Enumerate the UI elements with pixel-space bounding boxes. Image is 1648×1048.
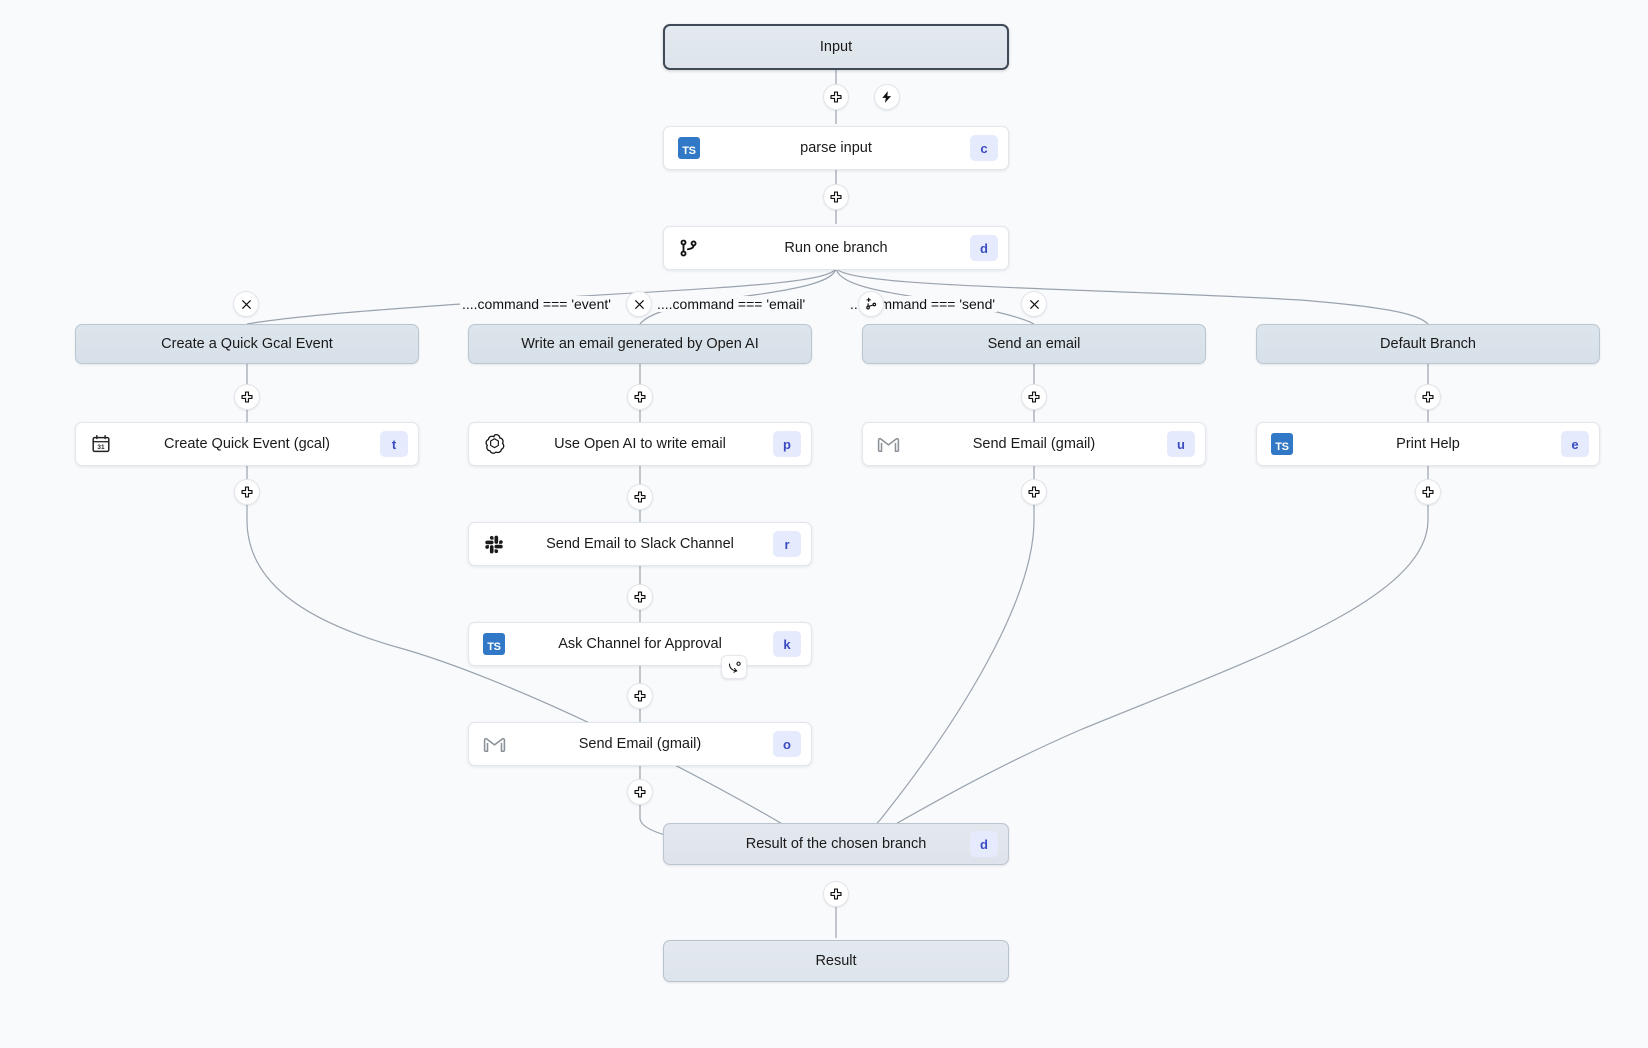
node-shortcut-badge[interactable]: p [773, 431, 801, 457]
node-label: Create Quick Event (gcal) [163, 436, 330, 452]
node-print-help[interactable]: TS Print Help e [1256, 422, 1600, 466]
branch-header-label: Default Branch [1380, 336, 1476, 352]
input-node-label: Input [819, 39, 853, 55]
git-branch-icon [676, 235, 702, 261]
add-branch-handle[interactable] [858, 291, 884, 317]
node-label: Send Email (gmail) [972, 436, 1096, 452]
plus-icon [830, 888, 842, 900]
node-label: parse input [800, 140, 872, 156]
node-label: Run one branch [784, 240, 888, 256]
slack-icon [481, 531, 507, 557]
plus-icon [634, 786, 646, 798]
node-shortcut-badge[interactable]: r [773, 531, 801, 557]
branch-header-label: Create a Quick Gcal Event [161, 336, 333, 352]
close-icon [634, 299, 644, 309]
plus-icon [1028, 391, 1040, 403]
node-shortcut-badge[interactable]: u [1167, 431, 1195, 457]
node-shortcut-badge[interactable]: e [1561, 431, 1589, 457]
add-step-handle-gmail-branch2[interactable] [627, 779, 653, 805]
add-step-handle-gcal[interactable] [234, 479, 260, 505]
node-send-email-to-slack-channel[interactable]: Send Email to Slack Channel r [468, 522, 812, 566]
add-step-handle-print-help[interactable] [1415, 479, 1441, 505]
node-run-one-branch[interactable]: Run one branch d [663, 226, 1009, 270]
add-step-handle-branch-2[interactable] [627, 384, 653, 410]
gmail-icon [875, 431, 901, 457]
collector-node-label: Result of the chosen branch [745, 836, 927, 852]
node-send-email-gmail-branch2[interactable]: Send Email (gmail) o [468, 722, 812, 766]
branch-condition-1: ....command === 'event' [460, 296, 613, 312]
branch-header-3[interactable]: Send an email [862, 324, 1206, 364]
remove-branch-handle-4[interactable] [1021, 291, 1047, 317]
plus-icon [830, 91, 842, 103]
git-branch-plus-icon [865, 297, 876, 309]
node-shortcut-badge[interactable]: k [773, 631, 801, 657]
node-shortcut-badge[interactable]: o [773, 731, 801, 757]
node-send-email-gmail-branch3[interactable]: Send Email (gmail) u [862, 422, 1206, 466]
node-label: Print Help [1396, 436, 1460, 452]
branch-header-label: Write an email generated by Open AI [521, 336, 759, 352]
calendar-icon: 31 [88, 431, 114, 457]
node-label: Ask Channel for Approval [558, 636, 722, 652]
remove-branch-handle-1[interactable] [233, 291, 259, 317]
add-step-handle-after-parse-input[interactable] [823, 184, 849, 210]
add-step-handle-branch-3[interactable] [1021, 384, 1047, 410]
plus-icon [830, 191, 842, 203]
result-node[interactable]: Result [663, 940, 1009, 982]
add-step-handle-after-collector[interactable] [823, 881, 849, 907]
add-step-handle-openai[interactable] [627, 484, 653, 510]
collector-node[interactable]: Result of the chosen branch d [663, 823, 1009, 865]
openai-icon [481, 431, 507, 457]
node-label: Send Email to Slack Channel [546, 536, 734, 552]
suspend-resume-icon[interactable] [721, 655, 747, 679]
node-label: Use Open AI to write email [554, 436, 726, 452]
typescript-icon: TS [676, 135, 702, 161]
close-icon [241, 299, 251, 309]
branch-header-1[interactable]: Create a Quick Gcal Event [75, 324, 419, 364]
plus-icon [634, 690, 646, 702]
remove-branch-handle-2[interactable] [626, 291, 652, 317]
plus-icon [634, 591, 646, 603]
typescript-icon: TS [481, 631, 507, 657]
plus-icon [634, 491, 646, 503]
plus-icon [1028, 486, 1040, 498]
add-step-handle-branch-4[interactable] [1415, 384, 1441, 410]
add-step-handle-slack[interactable] [627, 584, 653, 610]
node-shortcut-badge[interactable]: t [380, 431, 408, 457]
node-create-quick-event-gcal[interactable]: 31 Create Quick Event (gcal) t [75, 422, 419, 466]
branch-header-4[interactable]: Default Branch [1256, 324, 1600, 364]
input-node[interactable]: Input [663, 24, 1009, 70]
gmail-icon [481, 731, 507, 757]
plus-icon [1422, 486, 1434, 498]
branch-condition-2: ....command === 'email' [655, 296, 808, 312]
branch-header-label: Send an email [987, 336, 1081, 352]
node-ask-channel-for-approval[interactable]: TS Ask Channel for Approval k [468, 622, 812, 666]
result-node-label: Result [815, 953, 857, 969]
lightning-bolt-icon [882, 91, 892, 103]
branch-header-2[interactable]: Write an email generated by Open AI [468, 324, 812, 364]
add-step-handle-gmail-branch3[interactable] [1021, 479, 1047, 505]
node-parse-input[interactable]: TS parse input c [663, 126, 1009, 170]
collector-shortcut-badge[interactable]: d [970, 831, 998, 857]
plus-icon [1422, 391, 1434, 403]
typescript-icon: TS [1269, 431, 1295, 457]
node-shortcut-badge[interactable]: c [970, 135, 998, 161]
node-label: Send Email (gmail) [578, 736, 702, 752]
node-use-open-ai-to-write-email[interactable]: Use Open AI to write email p [468, 422, 812, 466]
close-icon [1029, 299, 1039, 309]
add-step-handle-branch-1[interactable] [234, 384, 260, 410]
plus-icon [634, 391, 646, 403]
add-step-handle-ask-approval[interactable] [627, 683, 653, 709]
svg-text:31: 31 [97, 444, 105, 451]
plus-icon [241, 391, 253, 403]
plus-icon [241, 486, 253, 498]
add-step-handle-after-input[interactable] [823, 84, 849, 110]
trigger-handle[interactable] [874, 84, 900, 110]
node-shortcut-badge[interactable]: d [970, 235, 998, 261]
